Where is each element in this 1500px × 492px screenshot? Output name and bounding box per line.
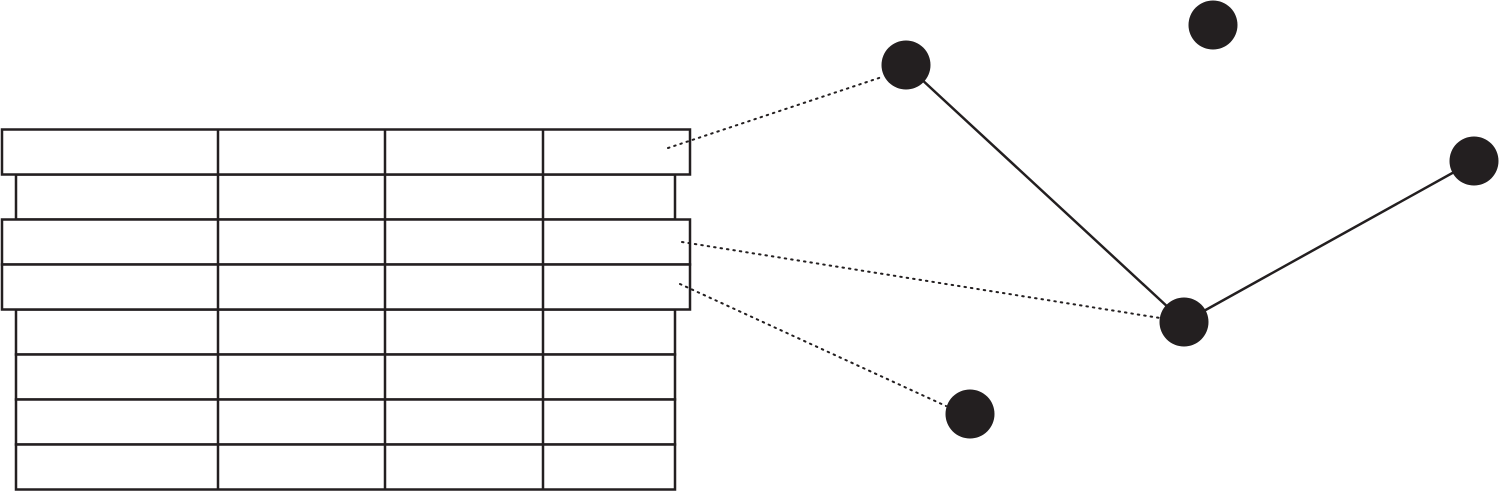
table-row-highlighted bbox=[0, 218, 692, 266]
dotted-link bbox=[667, 76, 883, 149]
graph-node bbox=[1159, 297, 1209, 347]
graph-node bbox=[1449, 136, 1499, 186]
dotted-link bbox=[681, 241, 1161, 319]
table-row bbox=[14, 173, 677, 221]
table-row bbox=[14, 353, 677, 401]
table-row bbox=[14, 398, 677, 446]
graph-edges bbox=[905, 64, 1475, 324]
graph-node bbox=[881, 40, 931, 90]
table-stack bbox=[0, 128, 692, 491]
table-row-highlighted bbox=[0, 128, 692, 176]
row-outline bbox=[0, 128, 692, 176]
graph-node bbox=[945, 389, 995, 439]
row-outline bbox=[14, 308, 677, 356]
graph-nodes bbox=[881, 0, 1499, 439]
graph-edge bbox=[1183, 159, 1475, 324]
row-outline bbox=[14, 443, 677, 491]
row-outline bbox=[14, 173, 677, 221]
table-row bbox=[14, 308, 677, 356]
row-outline bbox=[14, 353, 677, 401]
row-outline bbox=[14, 398, 677, 446]
table-row-highlighted bbox=[0, 263, 692, 311]
row-outline bbox=[0, 263, 692, 311]
graph-edge bbox=[905, 64, 1185, 323]
graph-node bbox=[1188, 0, 1238, 50]
dotted-links bbox=[667, 76, 1161, 407]
row-outline bbox=[0, 218, 692, 266]
dotted-link bbox=[679, 283, 947, 407]
table-row bbox=[14, 443, 677, 491]
